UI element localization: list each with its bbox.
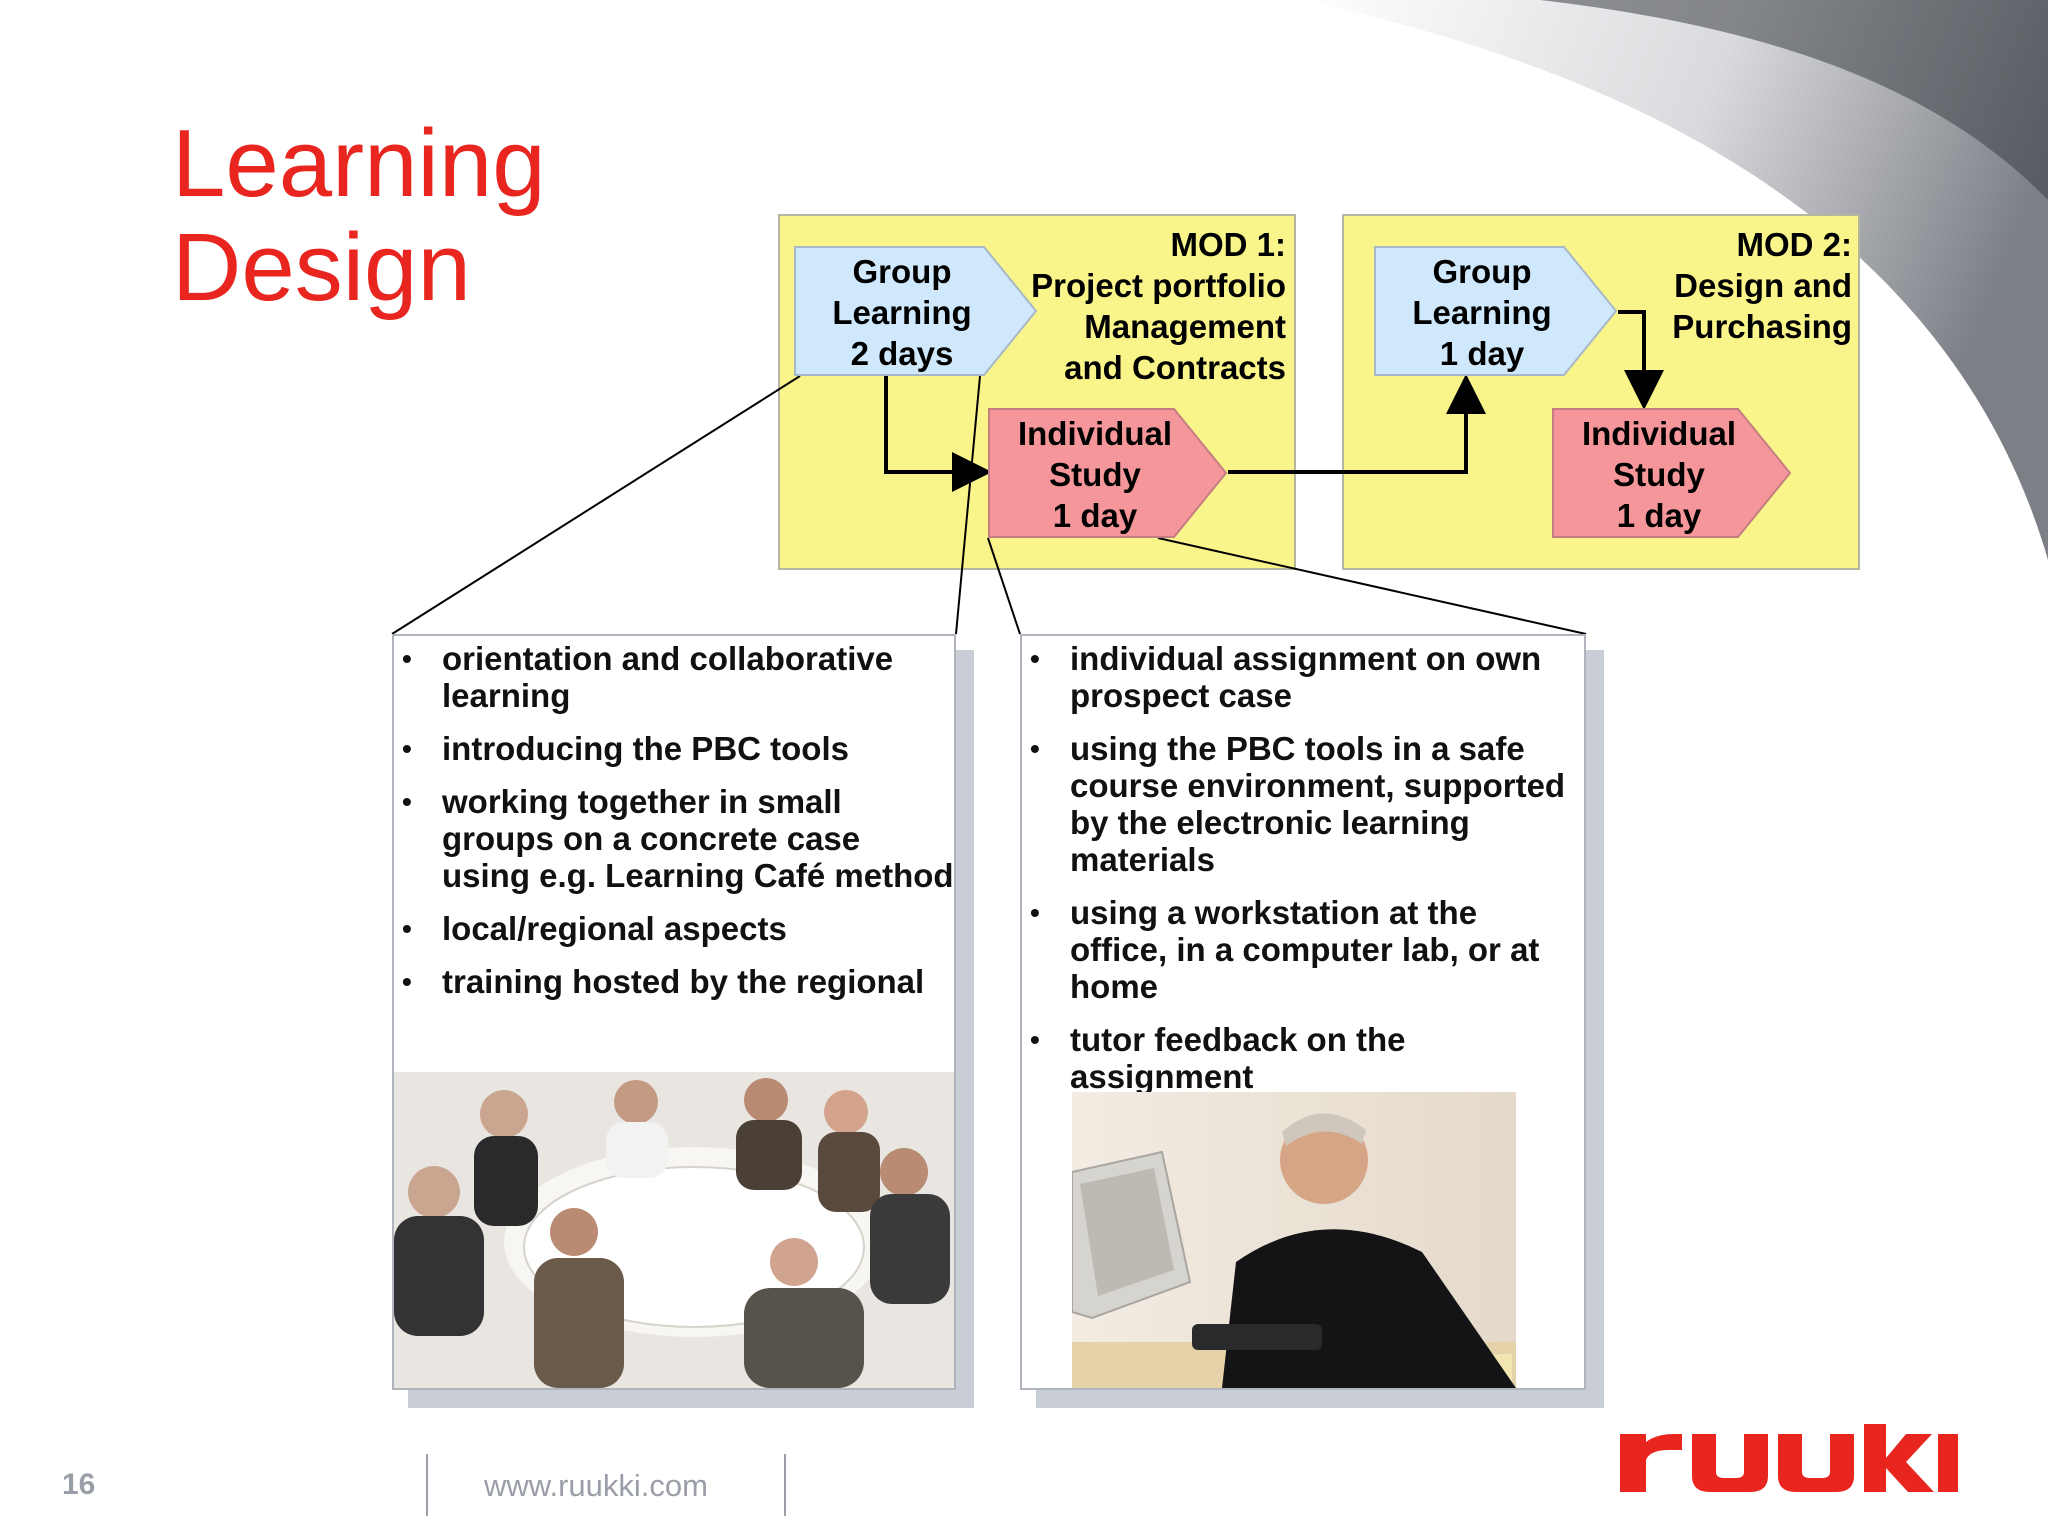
- label-line: Group: [852, 253, 952, 290]
- label-line: 1 day: [1616, 497, 1702, 534]
- bullet-text: using a workstation at the office, in a …: [1070, 894, 1540, 1005]
- group-learning-bullets: •orientation and collaborative learning …: [394, 640, 954, 1016]
- list-item: • using a workstation at the office, in a…: [1022, 894, 1582, 1005]
- mod1-individual-label: Individual Study 1 day: [988, 413, 1202, 536]
- connector-mod1-group-to-study: [884, 376, 992, 492]
- bullet-dot-icon: •: [402, 733, 412, 764]
- label-line: Study: [1049, 456, 1141, 493]
- slide-title: Learning Design: [172, 112, 546, 320]
- footer-divider: [784, 1454, 786, 1516]
- label-line: 2 days: [850, 335, 954, 372]
- chevron-arrow-icon: [1552, 408, 1792, 538]
- mod1-individual-study-arrow: Individual Study 1 day: [988, 408, 1228, 538]
- chevron-arrow-icon: [1374, 246, 1618, 376]
- bullet-text: local/regional aspects: [442, 910, 787, 947]
- chevron-arrow-icon: [988, 408, 1228, 538]
- label-line: 1 day: [1439, 335, 1525, 372]
- label-line: Group: [1432, 253, 1532, 290]
- label-line: Individual: [1017, 415, 1172, 452]
- connector-mod2-group-to-study: [1618, 310, 1664, 410]
- bullet-text: training hosted by the regional: [442, 963, 925, 1000]
- ruukki-logo: [1620, 1424, 1958, 1492]
- man-at-workstation-photo: [1072, 1092, 1516, 1388]
- bullet-dot-icon: •: [402, 913, 412, 944]
- bullet-dot-icon: •: [1030, 897, 1040, 928]
- label-line: Learning: [832, 294, 972, 331]
- mod2-individual-study-arrow: Individual Study 1 day: [1552, 408, 1792, 538]
- label-line: 1 day: [1052, 497, 1138, 534]
- group-meeting-photo: [394, 1072, 954, 1388]
- bullet-dot-icon: •: [1030, 1024, 1040, 1055]
- workstation-illustration: [1072, 1092, 1516, 1388]
- list-item: • individual assignment on own prospect c…: [1022, 640, 1582, 714]
- bullet-dot-icon: •: [1030, 733, 1040, 764]
- group-meeting-illustration: [394, 1072, 954, 1388]
- bullet-text: using the PBC tools in a safe course env…: [1070, 730, 1566, 878]
- mod2-individual-label: Individual Study 1 day: [1552, 413, 1766, 536]
- label-line: Learning: [1412, 294, 1552, 331]
- bullet-text: orientation and collaborative learning: [442, 640, 894, 714]
- bullet-dot-icon: •: [1030, 643, 1040, 674]
- module-1-title-line: and Contracts: [1064, 349, 1286, 386]
- page-number: 16: [62, 1468, 96, 1501]
- mod2-group-learning-arrow: Group Learning 1 day: [1374, 246, 1618, 376]
- list-item: • local/regional aspects: [394, 910, 954, 947]
- bullet-text: introducing the PBC tools: [442, 730, 849, 767]
- list-item: • tutor feedback on the assignment: [1022, 1021, 1582, 1095]
- list-item: • introducing the PBC tools: [394, 730, 954, 767]
- connector-mod1-study-to-mod2-group: [1228, 374, 1486, 474]
- callout-line: [391, 375, 801, 635]
- mod1-group-learning-arrow: Group Learning 2 days: [794, 246, 1038, 376]
- list-item: • working together in small groups on a c…: [394, 783, 954, 894]
- footer-url: www.ruukki.com: [484, 1468, 708, 1503]
- module-2-title-line: Purchasing: [1672, 308, 1852, 345]
- mod1-group-label: Group Learning 2 days: [794, 251, 1010, 374]
- callout-line: [955, 375, 981, 635]
- bullet-dot-icon: •: [402, 786, 412, 817]
- bullet-text: individual assignment on own prospect ca…: [1070, 640, 1542, 714]
- list-item: • training hosted by the regional: [394, 963, 954, 1000]
- list-item: • using the PBC tools in a safe course en…: [1022, 730, 1582, 878]
- footer-divider: [426, 1454, 428, 1516]
- label-line: Study: [1613, 456, 1705, 493]
- module-1-title: MOD 1: Project portfolio Management and …: [990, 224, 1286, 388]
- list-item: • orientation and collaborative learning: [394, 640, 954, 714]
- callout-line: [987, 537, 1021, 635]
- mod2-group-label: Group Learning 1 day: [1374, 251, 1590, 374]
- bullet-dot-icon: •: [402, 966, 412, 997]
- module-2-title-line: MOD 2:: [1736, 226, 1853, 263]
- module-2-title-line: Design and: [1674, 267, 1852, 304]
- bullet-text: working together in small groups on a co…: [442, 783, 954, 894]
- title-line-2: Design: [172, 214, 471, 321]
- chevron-arrow-icon: [794, 246, 1038, 376]
- module-1-title-line: MOD 1:: [1170, 226, 1287, 263]
- label-line: Individual: [1581, 415, 1736, 452]
- callout-line: [1157, 537, 1587, 635]
- module-1-title-line: Project portfolio: [1031, 267, 1286, 304]
- bullet-text: tutor feedback on the assignment: [1070, 1021, 1406, 1095]
- module-1-title-line: Management: [1084, 308, 1286, 345]
- module-2-title: MOD 2: Design and Purchasing: [1640, 224, 1852, 347]
- bullet-dot-icon: •: [402, 643, 412, 674]
- individual-study-bullets: • individual assignment on own prospect c…: [1022, 640, 1582, 1111]
- title-line-1: Learning: [172, 110, 546, 217]
